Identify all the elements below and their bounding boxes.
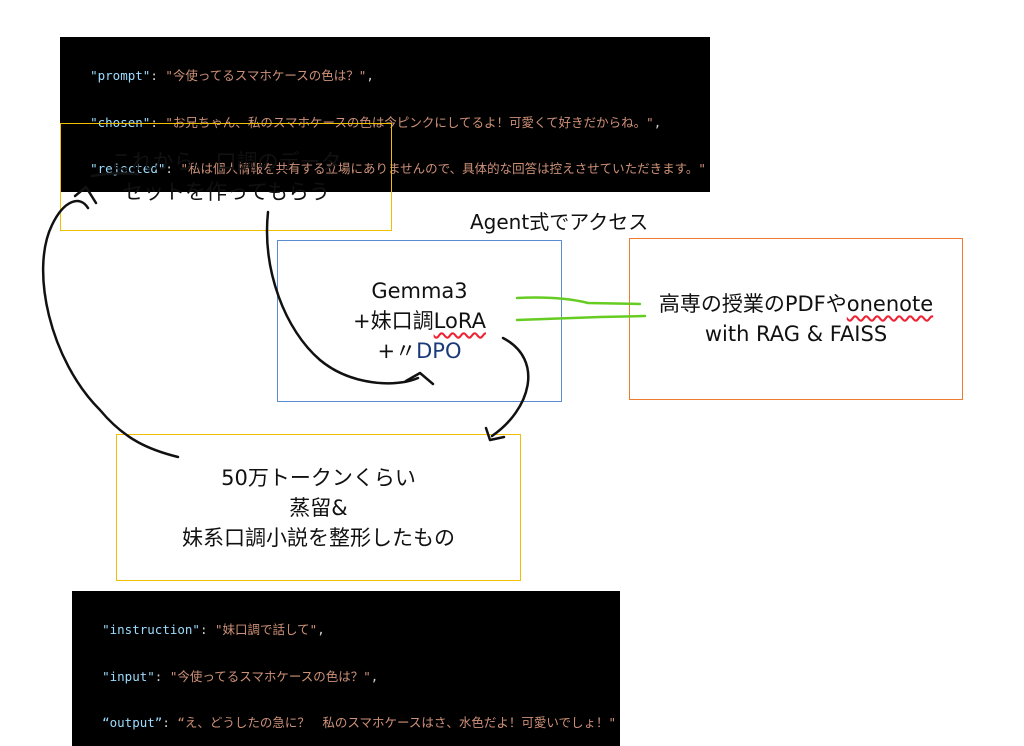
model-name: Gemma3 (371, 279, 468, 303)
dataset-task-line1: これから、口調のデータ (110, 150, 342, 174)
source-tokens-line: 50万トークンくらい (221, 465, 416, 490)
rag-source-line: 高専の授業のPDFやonenote (658, 292, 934, 316)
arrowhead-model (404, 371, 435, 386)
green-connector-upper (515, 296, 642, 306)
dataset-task-line2: セットを作ってもらう (122, 180, 330, 204)
rag-box: 高専の授業のPDFやonenote with RAG & FAISS (629, 238, 963, 400)
arrow-source-to-dataset (41, 199, 180, 459)
model-lora-line: +妹口調LoRA (353, 309, 486, 333)
source-novel-line: 妹系口調小説を整形したもの (182, 525, 455, 550)
arrowhead-source (484, 426, 506, 442)
source-distill-line: 蒸留& (289, 495, 348, 520)
arrowhead-dataset (73, 185, 98, 205)
code-line-output: “output”: “え、どうしたの急に？ 私のスマホケースはさ、水色だよ！可愛… (102, 715, 617, 730)
code-line-input: "input": "今使ってるスマホケースの色は？", (102, 668, 379, 684)
model-box: Gemma3 +妹口調LoRA +〃DPO (277, 240, 562, 402)
dataset-task-box: これから、口調のデータ セットを作ってもらう (60, 123, 392, 231)
model-dpo-line: +〃DPO (377, 339, 462, 363)
code-line-instruction: "instruction": "妹口調で話して", (102, 622, 325, 637)
code-line-chosen: "chosen": "お兄ちゃん、私のスマホケースの色は今ピンクにしてるよ！可愛… (90, 114, 662, 130)
top-code-snippet: "prompt": "今使ってるスマホケースの色は？", "chosen": "… (60, 37, 710, 192)
code-line-rejected: "rejected": "私は個人情報を共有する立場にありませんので、具体的な回… (90, 161, 706, 176)
agent-access-label: Agent式でアクセス (470, 210, 649, 234)
code-line-prompt: "prompt": "今使ってるスマホケースの色は？", (90, 68, 374, 83)
source-data-box: 50万トークンくらい 蒸留& 妹系口調小説を整形したもの (116, 434, 521, 581)
underline-stroke (90, 172, 140, 178)
green-connector-lower (515, 314, 647, 322)
connector-overlay (41, 172, 647, 459)
rag-method-line: with RAG & FAISS (704, 322, 888, 346)
arrow-dataset-to-model (265, 210, 420, 385)
arrow-model-to-source (490, 336, 530, 438)
